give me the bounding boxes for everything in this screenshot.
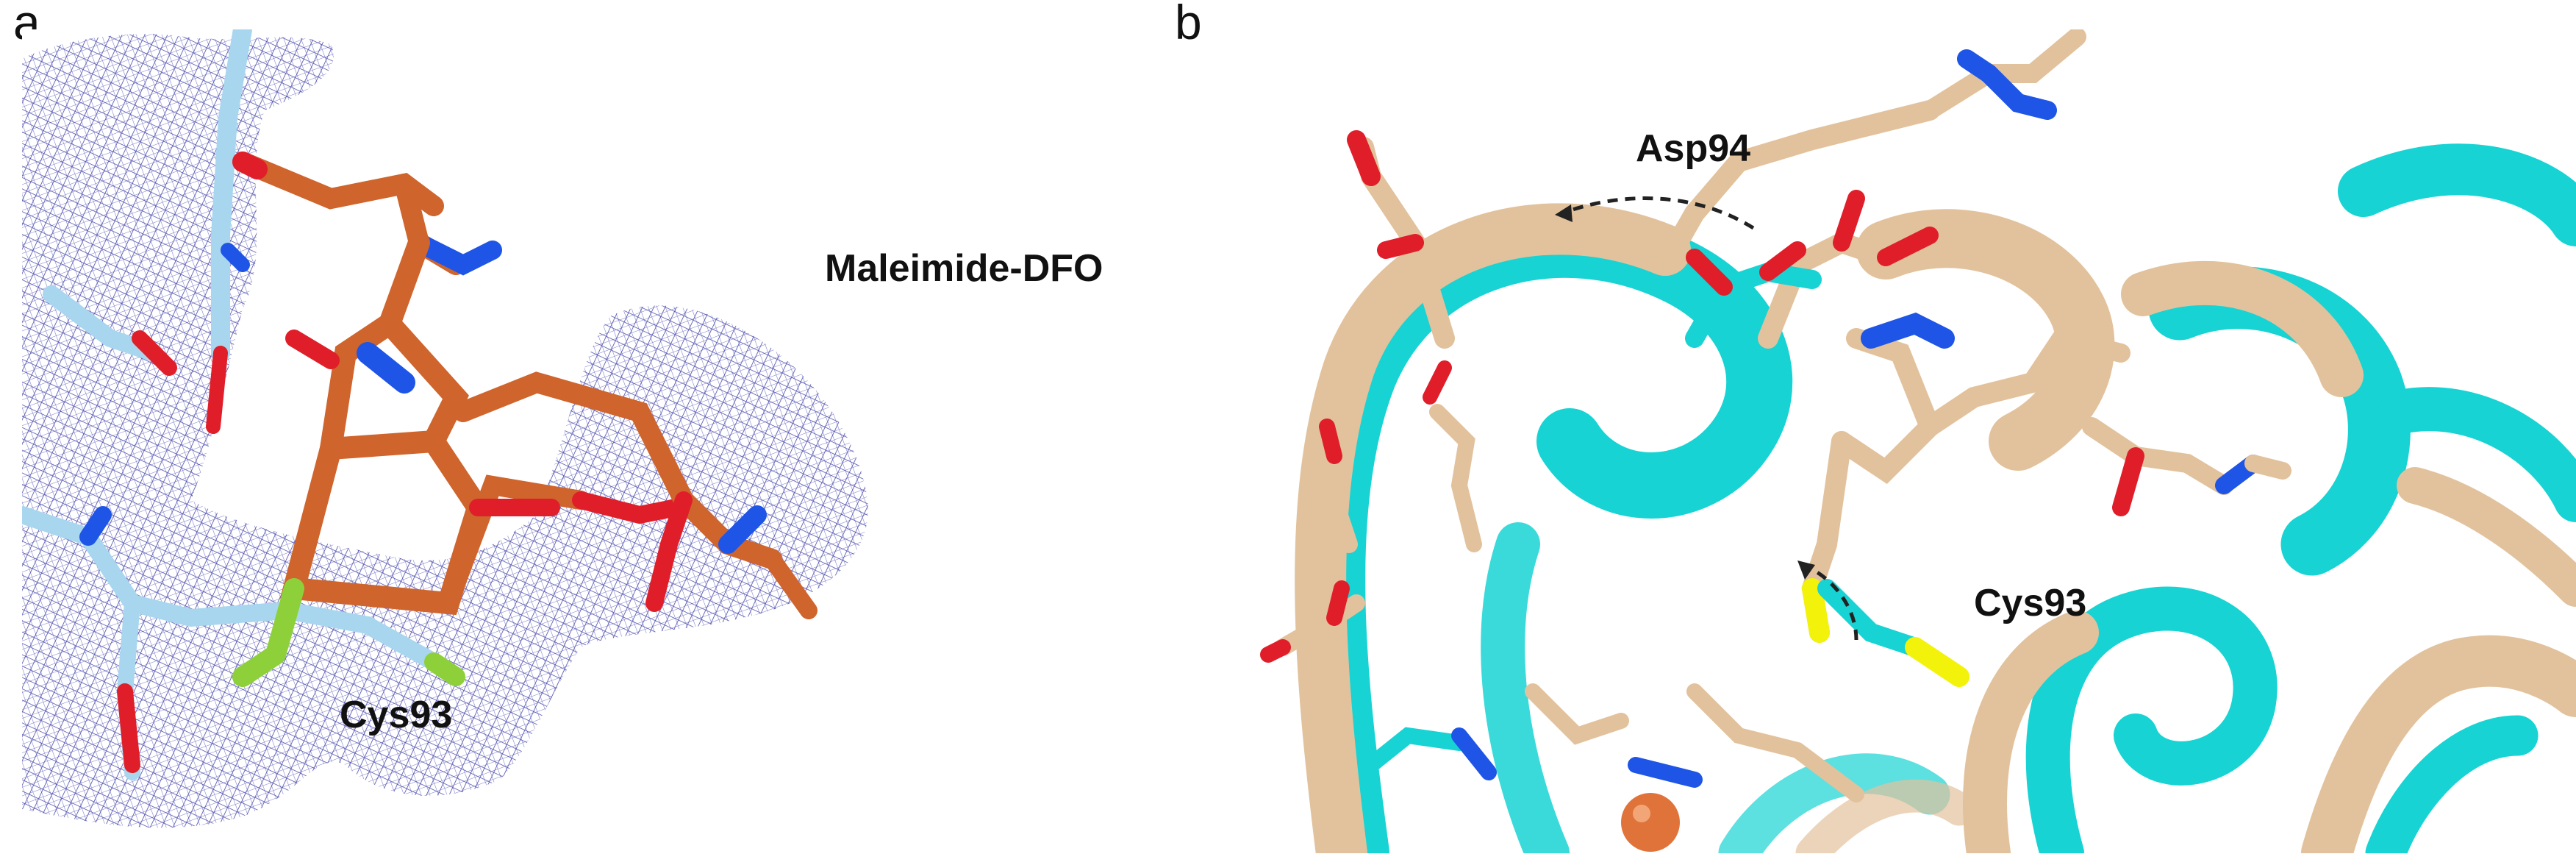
- panel-a-image: [22, 29, 1169, 853]
- side-chain-sticks: [1260, 29, 2291, 802]
- label-cys93-b: Cys93: [1974, 582, 2087, 624]
- ligand-sticks: [232, 152, 817, 687]
- metal-ion-sphere: [1621, 793, 1680, 852]
- motion-arrows: [1561, 196, 1858, 641]
- panel-b-letter: b: [1175, 0, 1202, 49]
- electron-density-structure: [22, 29, 868, 828]
- protein-overlay-structure: [1260, 29, 2576, 853]
- metal-ion-highlight: [1633, 805, 1650, 822]
- density-mesh: [22, 34, 868, 828]
- protein-sticks: [22, 29, 465, 780]
- label-cys93-a: Cys93: [340, 694, 453, 736]
- panel-b-image: [1224, 29, 2576, 853]
- label-asp94: Asp94: [1636, 127, 1751, 170]
- label-maleimide-dfo: Maleimide-DFO: [825, 247, 1103, 290]
- arrow-heads: [1555, 204, 1815, 580]
- ribbons: [1295, 143, 2576, 853]
